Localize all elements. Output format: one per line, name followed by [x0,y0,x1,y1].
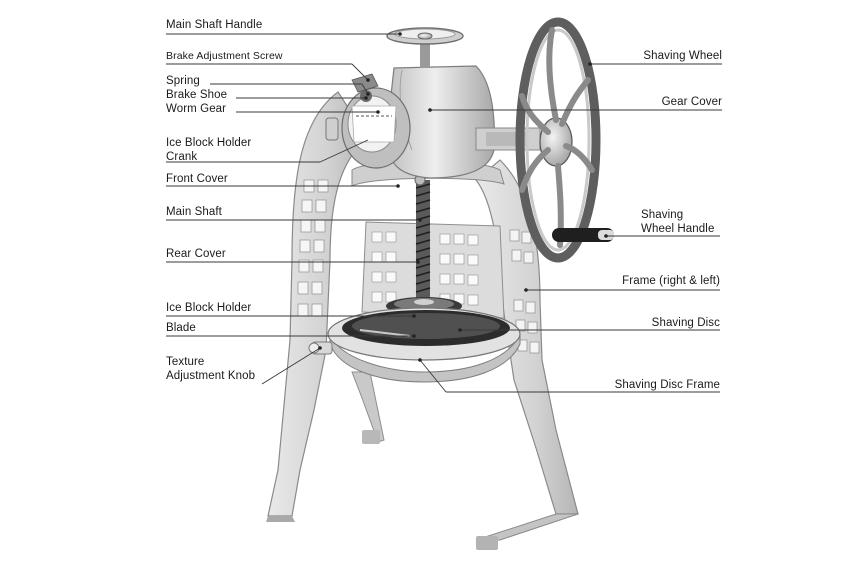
label-shaving-wheel-handle-line2: Wheel Handle [641,223,715,235]
label-shaving-disc: Shaving Disc [651,317,720,329]
label-ice-block-holder-crank-line1: Ice Block Holder [166,137,252,149]
label-ice-block-holder-crank: Ice Block Holder Crank [166,136,251,164]
shaving-wheel-handle [552,228,614,242]
label-front-cover: Front Cover [166,173,228,185]
rear-cover [361,221,505,319]
shaving-disc [342,310,510,346]
label-frame-right-left: Frame (right & left) [622,275,720,287]
label-shaving-wheel-handle-line1: Shaving [641,209,684,221]
label-shaving-wheel: Shaving Wheel [643,50,722,62]
label-rear-cover: Rear Cover [166,248,226,260]
label-brake-adjustment-screw: Brake Adjustment Screw [166,50,283,62]
label-shaving-disc-frame: Shaving Disc Frame [614,379,720,391]
label-worm-gear: Worm Gear [166,103,227,115]
label-shaving-wheel-handle: Shaving Wheel Handle [641,208,714,236]
label-texture-adjustment-knob: Texture Adjustment Knob [166,355,255,383]
label-gear-cover: Gear Cover [661,96,722,108]
wheel-axle [475,127,541,151]
label-main-shaft: Main Shaft [166,206,222,218]
label-texture-adjustment-knob-line2: Adjustment Knob [166,370,256,382]
main-shaft-handle [386,27,464,68]
label-brake-shoe: Brake Shoe [166,89,228,101]
main-shaft [415,180,431,302]
label-texture-adjustment-knob-line1: Texture [166,356,205,368]
leader-lines-right [419,63,722,393]
leader-lines-left [166,33,420,385]
leader-dots [318,32,608,362]
label-spring: Spring [166,75,200,87]
label-ice-block-holder-crank-line2: Crank [166,151,198,163]
label-main-shaft-handle: Main Shaft Handle [166,19,263,31]
worm-gear-assembly [325,73,411,169]
label-blade: Blade [166,322,196,334]
label-ice-block-holder: Ice Block Holder [166,302,252,314]
